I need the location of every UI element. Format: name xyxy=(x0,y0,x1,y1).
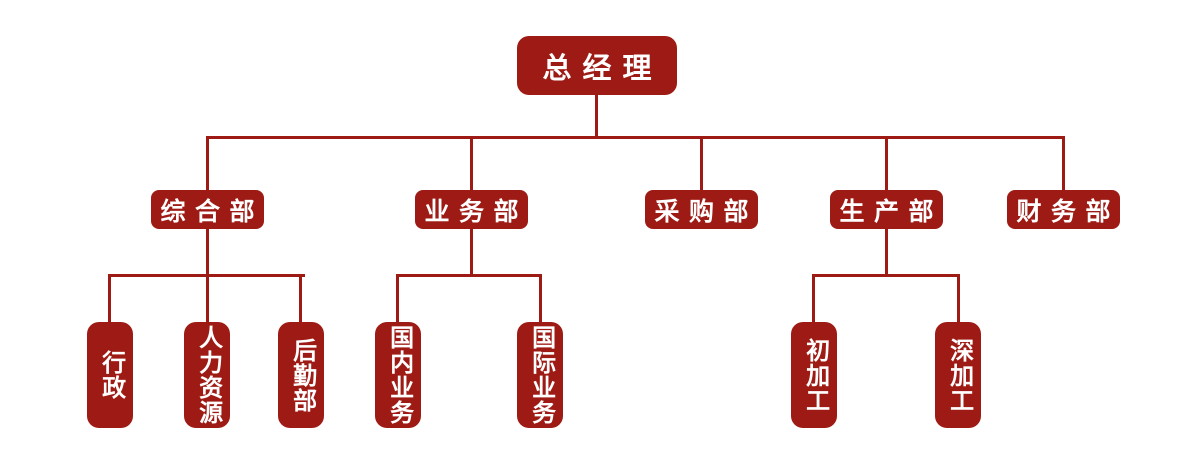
node-production-dept-label: 生产部 xyxy=(839,198,944,226)
node-production-dept: 生产部 xyxy=(830,190,943,229)
node-administration-label: 行政 xyxy=(97,350,124,400)
node-deep-processing: 深加工 xyxy=(935,322,981,428)
node-domestic-business-label: 国内业务 xyxy=(385,325,412,425)
connector-drop-domestic-business xyxy=(396,274,399,322)
connector-drop-logistics xyxy=(299,274,302,322)
node-deep-processing-label: 深加工 xyxy=(945,337,972,413)
connector-root-trunk xyxy=(595,95,598,139)
node-international-business: 国际业务 xyxy=(517,322,563,428)
connector-drop-primary-processing xyxy=(812,274,815,322)
connector-level2-hbar xyxy=(206,136,1065,139)
node-logistics: 后勤部 xyxy=(278,322,324,428)
connector-drop-international-business xyxy=(539,274,542,322)
node-finance-dept-label: 财务部 xyxy=(1016,198,1121,226)
connector-drop-administration xyxy=(108,274,111,322)
node-business-dept: 业务部 xyxy=(415,190,528,229)
node-domestic-business: 国内业务 xyxy=(375,322,421,428)
connector-stem-business-dept xyxy=(470,229,473,277)
connector-drop-general-dept xyxy=(206,136,209,190)
connector-stem-general-dept xyxy=(206,229,209,277)
node-administration: 行政 xyxy=(87,322,133,428)
connector-production-dept-hbar xyxy=(812,274,960,277)
node-purchasing-dept-label: 采购部 xyxy=(654,198,759,226)
connector-drop-deep-processing xyxy=(957,274,960,322)
node-general-dept-label: 综合部 xyxy=(160,198,265,226)
connector-drop-production-dept xyxy=(885,136,888,190)
node-human-resources-label: 人力资源 xyxy=(194,325,221,425)
node-logistics-label: 后勤部 xyxy=(288,337,315,413)
node-business-dept-label: 业务部 xyxy=(424,198,529,226)
node-international-business-label: 国际业务 xyxy=(527,325,554,425)
connector-business-dept-hbar xyxy=(396,274,542,277)
node-human-resources: 人力资源 xyxy=(184,322,230,428)
node-primary-processing: 初加工 xyxy=(791,322,837,428)
node-general-manager-label: 总经理 xyxy=(542,52,663,85)
node-general-dept: 综合部 xyxy=(151,190,264,229)
node-finance-dept: 财务部 xyxy=(1007,190,1120,229)
node-purchasing-dept: 采购部 xyxy=(645,190,758,229)
node-primary-processing-label: 初加工 xyxy=(801,337,828,413)
connector-drop-purchasing-dept xyxy=(700,136,703,190)
connector-drop-finance-dept xyxy=(1062,136,1065,190)
connector-drop-business-dept xyxy=(470,136,473,190)
connector-drop-human-resources xyxy=(206,274,209,322)
node-general-manager: 总经理 xyxy=(517,36,677,95)
connector-stem-production-dept xyxy=(885,229,888,277)
